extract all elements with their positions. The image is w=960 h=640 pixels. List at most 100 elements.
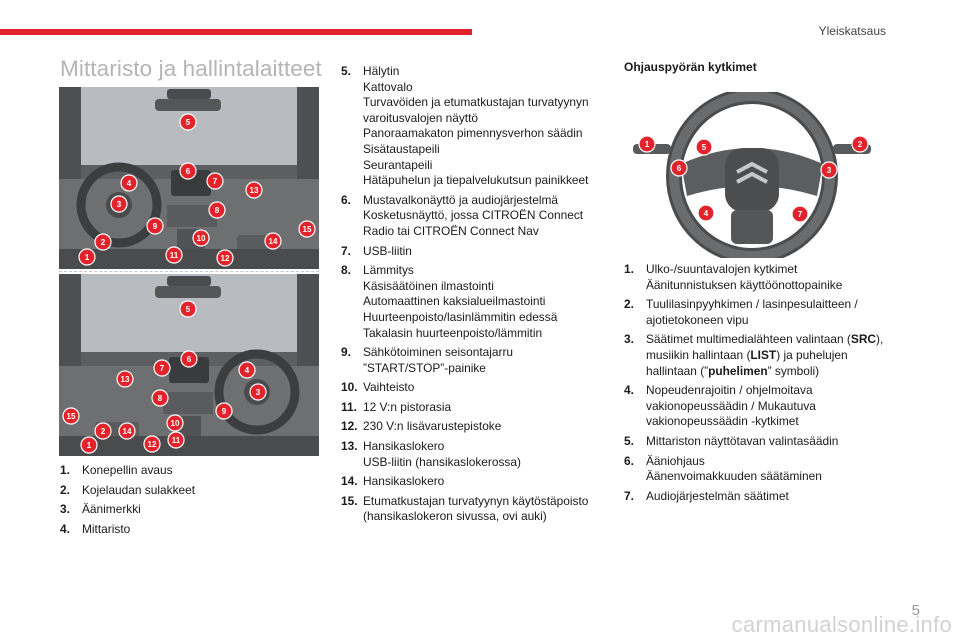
- wheel-callout-5: 5: [702, 143, 707, 152]
- legend-line: Äänitunnistuksen käyttöönottopainike: [646, 277, 843, 292]
- callout-10: 10: [197, 234, 206, 243]
- legend-line: 230 V:n lisävarustepistoke: [363, 419, 502, 434]
- legend-line: Kattovalo: [363, 79, 413, 94]
- legend-line: vakionopeussäädin / Mukautuva: [646, 398, 816, 413]
- legend-item: 14.Hansikaslokero: [341, 474, 589, 490]
- legend-fragment: ” symboli): [767, 363, 820, 378]
- legend-number: 5.: [624, 433, 634, 448]
- legend-line: Mittariston näyttötavan valintasäädin: [646, 433, 839, 448]
- legend-item: 2.Kojelaudan sulakkeet: [60, 483, 195, 499]
- legend-line: Etumatkustajan turvatyynyn käytöstäpoist…: [363, 493, 589, 508]
- legend-line: Äänenvoimakkuuden säätäminen: [646, 469, 822, 484]
- legend-item: 4. Mittaristo: [60, 522, 195, 538]
- legend-number: 2.: [624, 297, 634, 312]
- section-title: Yleiskatsaus: [818, 24, 886, 38]
- legend-number: 9.: [341, 345, 351, 360]
- legend-text: 230 V:n lisävarustepistoke: [363, 419, 501, 435]
- legend-line: Mustavalkonäyttö ja audiojärjestelmä: [363, 192, 558, 207]
- callout-14: 14: [269, 237, 278, 246]
- legend-text: Kojelaudan sulakkeet: [82, 483, 195, 499]
- legend-line: Takalasin huurteenpoisto/lämmitin: [363, 325, 543, 340]
- legend-line: Nopeudenrajoitin / ohjelmoitava: [646, 383, 813, 398]
- legend-line: varoitusvalojen näyttö: [363, 110, 479, 125]
- callout-15: 15: [67, 412, 76, 421]
- legend-line: Kojelaudan sulakkeet: [82, 482, 196, 497]
- legend-text: Konepellin avaus: [82, 463, 173, 479]
- legend-item: 10.Vaihteisto: [341, 380, 589, 396]
- legend-number: 11.: [341, 399, 357, 414]
- legend-fragment: hallintaan (”: [646, 363, 709, 378]
- legend-number: 4.: [624, 383, 634, 398]
- legend-text: Sähkötoiminen seisontajarru”START/STOP”-…: [363, 345, 513, 376]
- legend-line: Automaattinen kaksialueilmastointi: [363, 294, 546, 309]
- legend-number: 3.: [624, 332, 634, 347]
- legend-text: Tuulilasinpyyhkimen / lasinpesulaitteen …: [646, 297, 858, 328]
- legend-line: Kosketusnäyttö, jossa CITROËN Connect: [363, 208, 584, 223]
- legend-number: 4.: [60, 521, 70, 536]
- legend-item: 9. Sähkötoiminen seisontajarru”START/STOP…: [341, 345, 589, 376]
- legend-line: Hansikaslokero: [363, 439, 445, 454]
- legend-fragment: Säätimet multimedialähteen valintaan (: [646, 332, 851, 347]
- callout-2: 2: [101, 427, 106, 436]
- legend-line: Säätimet multimedialähteen valintaan (SR…: [646, 332, 883, 348]
- legend-number: 1.: [624, 262, 634, 276]
- callout-4: 4: [127, 179, 132, 188]
- legend-line: Seurantapeili: [363, 157, 433, 172]
- callout-7: 7: [213, 177, 218, 186]
- legend-line: 12 V:n pistorasia: [363, 399, 452, 414]
- callout-3: 3: [256, 388, 261, 397]
- callout-13: 13: [121, 375, 130, 384]
- callout-badges-top: 5 6 7 4 13 3 8 9 10 15 14 2 11 12 1: [78, 113, 316, 267]
- legend-line: Hätäpuhelun ja tiepalvelukutsun painikke…: [363, 173, 589, 188]
- header-accent-bar: [0, 29, 472, 35]
- legend-line: (hansikaslokeron sivussa, ovi auki): [363, 509, 547, 524]
- legend-line: Turvavöiden ja etumatkustajan turvatyyny…: [363, 95, 589, 110]
- legend-line: vakionopeussäädin -kytkimet: [646, 414, 799, 429]
- legend-line: ”START/STOP”-painike: [363, 360, 486, 375]
- legend-line: Mittaristo: [82, 521, 131, 536]
- legend-number: 1.: [60, 463, 70, 477]
- legend-text: Mittaristo: [82, 522, 130, 538]
- legend-line: Ulko-/suuntavalojen kytkimet: [646, 262, 798, 276]
- legend-number: 5.: [341, 64, 351, 78]
- legend-number: 3.: [60, 502, 70, 517]
- legend-fragment: ) ja puhelujen: [776, 347, 848, 362]
- wheel-callout-3: 3: [827, 166, 832, 175]
- callout-11: 11: [172, 436, 181, 445]
- callout-7: 7: [160, 364, 165, 373]
- callout-4: 4: [245, 366, 250, 375]
- wheel-callout-7: 7: [798, 210, 803, 219]
- legend-number: 10.: [341, 380, 358, 395]
- callout-13: 13: [250, 186, 259, 195]
- photo-divider: [59, 271, 319, 272]
- callout-8: 8: [215, 206, 220, 215]
- legend-item: 3.Äänimerkki: [60, 502, 195, 518]
- callout-6: 6: [187, 355, 192, 364]
- callout-3: 3: [117, 200, 122, 209]
- legend-line: hallintaan (”puhelimen” symboli): [646, 364, 883, 380]
- legend-text: Säätimet multimedialähteen valintaan (SR…: [646, 332, 883, 379]
- legend-line: Huurteenpoisto/lasinlämmitin edessä: [363, 309, 558, 324]
- legend-line: ajotietokoneen vipu: [646, 312, 749, 327]
- page-number: 5: [911, 602, 920, 619]
- legend-number: 6.: [341, 192, 351, 207]
- legend-fragment: musiikin hallintaan (: [646, 347, 751, 362]
- legend-item: 7.Audiojärjestelmän säätimet: [624, 489, 883, 505]
- callout-11: 11: [170, 251, 179, 260]
- dashboard-photo-rhd: 5 6 7 4 13 3 8 9 15 10 2 14 11 12 1: [59, 274, 319, 456]
- watermark: carmanualsonline.info: [731, 612, 952, 637]
- legend-number: 7.: [341, 243, 351, 258]
- legend-number: 12.: [341, 419, 358, 434]
- callout-8: 8: [158, 394, 163, 403]
- callout-12: 12: [148, 440, 157, 449]
